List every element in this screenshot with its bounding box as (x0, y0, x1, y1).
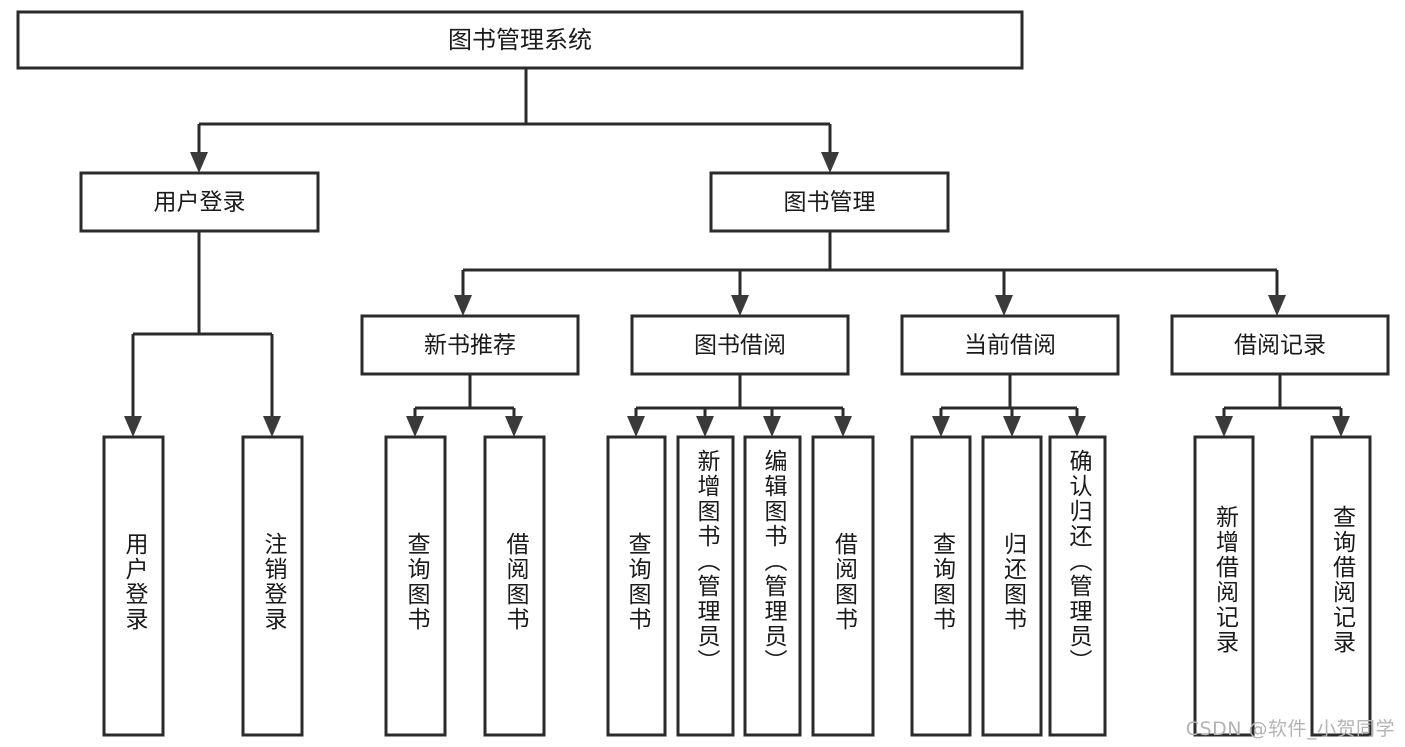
node-leaf-query-book-current-box[interactable] (910, 435, 972, 737)
node-leaf-add-book-admin-box[interactable] (676, 435, 735, 737)
arrow-down-icon-book-borrow-1 (696, 416, 714, 437)
arrow-down-icon-book-borrow-2 (763, 416, 781, 437)
node-leaf-borrow-book-box[interactable] (811, 435, 875, 737)
node-borrow-record-box[interactable] (1170, 314, 1390, 376)
node-leaf-borrow-book-rec-box[interactable] (483, 435, 546, 737)
node-root-node-label: 图书管理系统 (448, 26, 592, 54)
node-leaf-query-borrow-record-box[interactable] (1310, 435, 1372, 737)
arrow-down-icon-book-borrow-3 (834, 416, 852, 437)
node-leaf-query-book-rec-box[interactable] (384, 435, 447, 737)
node-current-borrow-box[interactable] (900, 314, 1120, 376)
node-new-book-recommend-box[interactable] (360, 314, 580, 376)
node-leaf-user-login-box[interactable] (102, 435, 165, 737)
node-book-manage-box[interactable] (709, 171, 950, 233)
arrow-down-icon-borrow-record-0 (1215, 416, 1233, 437)
node-book-borrow-box[interactable] (630, 314, 850, 376)
node-book-borrow-label: 图书借阅 (694, 333, 786, 359)
arrow-down-icon-bm-1 (731, 295, 749, 316)
node-book-manage-label: 图书管理 (784, 190, 876, 216)
node-leaf-edit-book-admin-box[interactable] (743, 435, 802, 737)
node-user-login-label: 用户登录 (154, 190, 246, 216)
node-leaf-query-book-borrow-box[interactable] (606, 435, 667, 737)
arrow-down-icon-current-borrow-1 (1003, 416, 1021, 437)
arrow-down-icon-bm-0 (454, 295, 472, 316)
node-current-borrow-label: 当前借阅 (964, 333, 1056, 359)
arrow-down-icon-new-book-recommend-0 (406, 416, 424, 437)
arrow-down-icon-current-borrow-0 (932, 416, 950, 437)
node-leaf-return-book-box[interactable] (981, 435, 1043, 737)
connector-layer (124, 68, 1350, 437)
node-root-node-box[interactable] (16, 10, 1024, 70)
watermark-text: CSDN @软件_小贺同学 (1185, 718, 1395, 740)
arrow-down-icon-borrow-record-1 (1332, 416, 1350, 437)
arrow-down-icon-current-borrow-2 (1068, 416, 1086, 437)
arrow-down-icon-root-1 (821, 152, 839, 173)
node-leaf-user-logout-box[interactable] (241, 435, 304, 737)
arrow-down-icon-new-book-recommend-1 (505, 416, 523, 437)
arrow-down-icon-book-borrow-0 (627, 416, 645, 437)
node-leaf-add-borrow-record-box[interactable] (1193, 435, 1255, 737)
node-box-layer (16, 10, 1390, 737)
arrow-down-icon-bm-3 (1268, 295, 1286, 316)
node-user-login-box[interactable] (79, 171, 320, 233)
node-new-book-recommend-label: 新书推荐 (424, 333, 516, 359)
arrow-down-icon-bm-2 (995, 295, 1013, 316)
arrow-down-icon-user-login-1 (263, 416, 281, 437)
arrow-down-icon-root-0 (190, 152, 208, 173)
node-borrow-record-label: 借阅记录 (1234, 333, 1326, 359)
node-leaf-confirm-return-admin-box[interactable] (1048, 435, 1107, 737)
arrow-down-icon-user-login-0 (124, 416, 142, 437)
